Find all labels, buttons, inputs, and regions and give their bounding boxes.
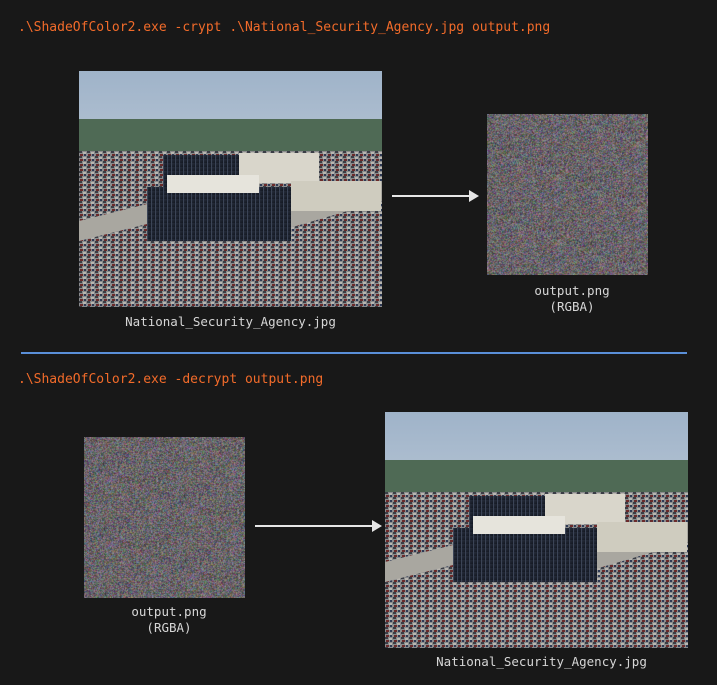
- encrypt-command: .\ShadeOfColor2.exe -crypt .\National_Se…: [18, 20, 551, 35]
- output-noise-image: [487, 114, 648, 275]
- section-divider: [21, 352, 687, 354]
- encrypt-arrow: [392, 190, 479, 202]
- decrypt-command: .\ShadeOfColor2.exe -decrypt output.png: [18, 372, 324, 387]
- input-image-caption: output.png (RGBA): [84, 604, 254, 636]
- output-format: (RGBA): [549, 299, 595, 314]
- decrypt-arrow: [255, 520, 382, 532]
- output-filename: output.png: [534, 283, 610, 298]
- input-filename: output.png: [131, 604, 207, 619]
- nsa-photo-original: [79, 71, 382, 307]
- output-image-caption: output.png (RGBA): [487, 283, 657, 315]
- original-image-caption: National_Security_Agency.jpg: [125, 314, 336, 329]
- restored-image-caption: National_Security_Agency.jpg: [436, 654, 647, 669]
- nsa-photo-restored: [385, 412, 688, 648]
- input-format: (RGBA): [146, 620, 192, 635]
- input-noise-image: [84, 437, 245, 598]
